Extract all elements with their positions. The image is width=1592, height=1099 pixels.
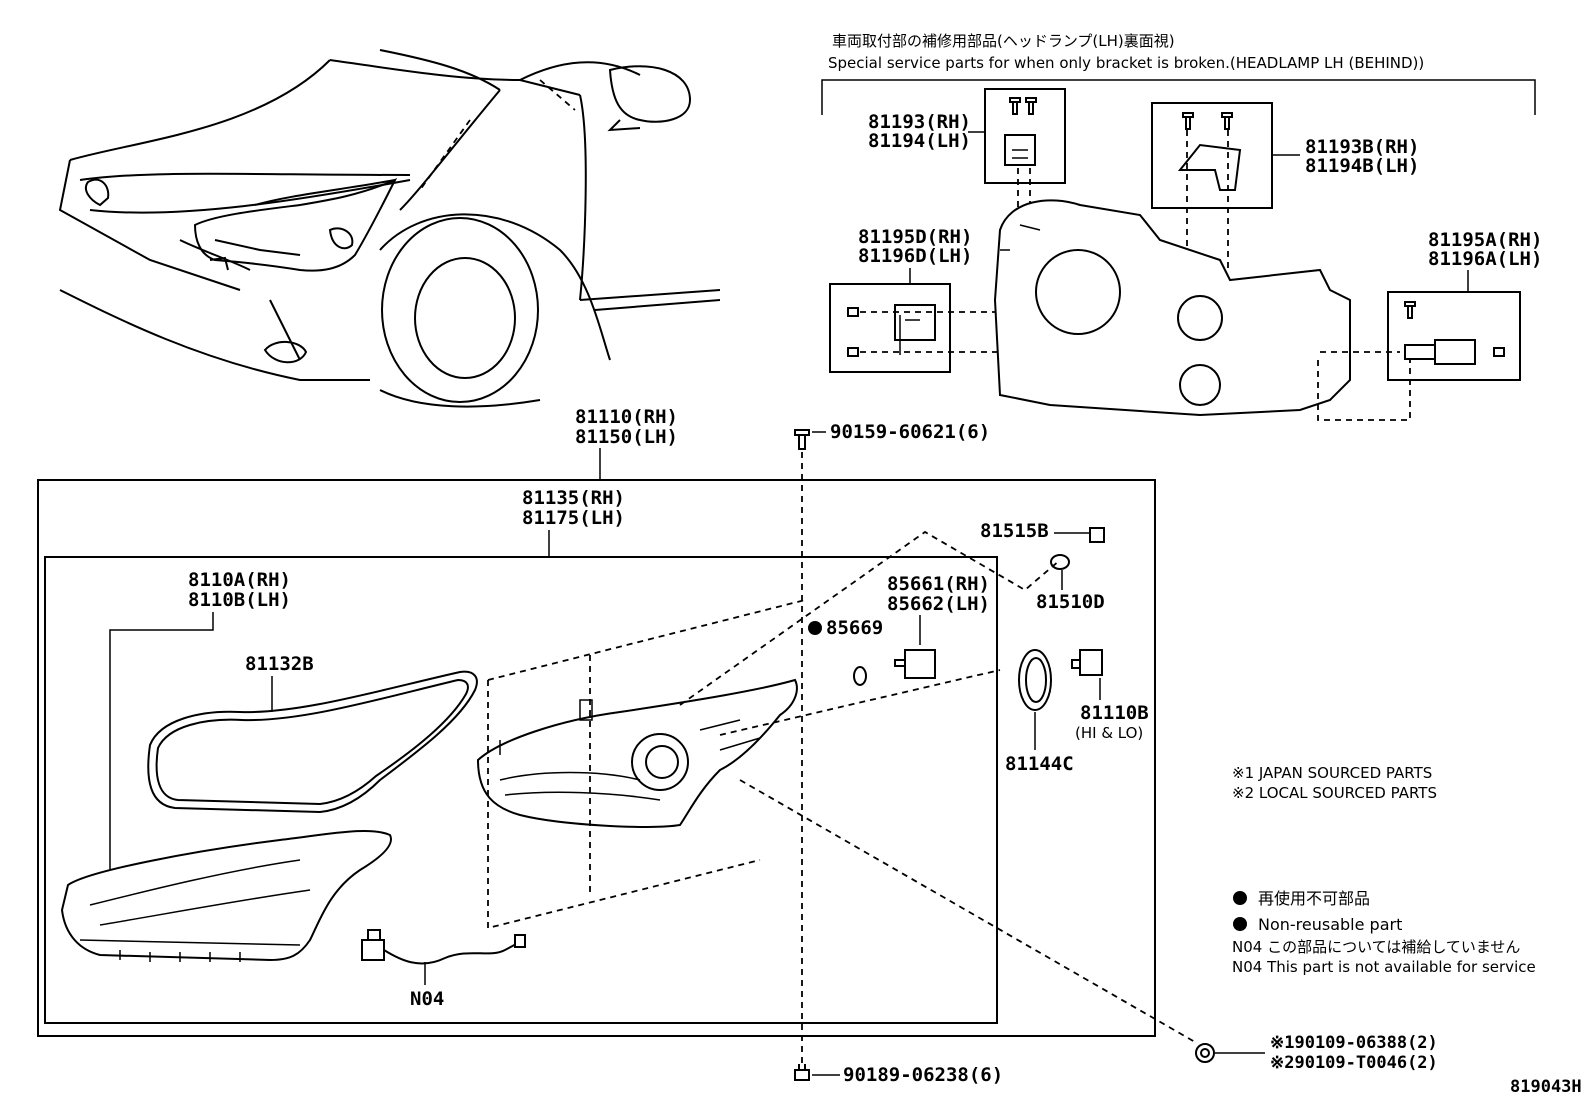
service-parts-header-en: Special service parts for when only brac…	[828, 54, 1424, 72]
label-90109-t0046: ※290109-T0046(2)	[1270, 1053, 1438, 1073]
lens-8110a	[60, 830, 392, 962]
oring-85669	[853, 666, 867, 686]
clip-90109	[1195, 1043, 1215, 1063]
label-8110a: 8110A(RH)	[188, 569, 291, 591]
note-local-sourced: ※2 LOCAL SOURCED PARTS	[1232, 784, 1437, 802]
bracket-81193b	[1177, 143, 1242, 191]
label-81196a: 81196A(LH)	[1428, 248, 1542, 270]
screw-icon	[1009, 97, 1037, 115]
box-81195a	[1387, 291, 1521, 381]
label-81510d: 81510D	[1036, 591, 1105, 613]
nonreusable-mark	[808, 621, 822, 635]
legend-n04-jp: N04 この部品については補給していません	[1232, 938, 1520, 956]
label-81175: 81175(LH)	[522, 507, 625, 529]
nonreusable-bullet-icon	[1233, 891, 1247, 905]
legend-n04-en: N04 This part is not available for servi…	[1232, 958, 1536, 976]
assembly-box-81110	[37, 479, 1156, 1037]
label-81110: 81110(RH)	[575, 406, 678, 428]
legend-nonreusable-jp: 再使用不可部品	[1258, 889, 1370, 908]
box-81193	[984, 88, 1066, 184]
label-85669: 85669	[826, 617, 883, 639]
label-81193b: 81193B(RH)	[1305, 136, 1419, 158]
service-parts-bracket	[821, 79, 1536, 115]
label-81150: 81150(LH)	[575, 426, 678, 448]
nut-90189	[794, 1064, 810, 1081]
label-81515b: 81515B	[980, 520, 1049, 542]
label-81195a: 81195A(RH)	[1428, 229, 1542, 251]
label-81193: 81193(RH)	[868, 111, 971, 133]
label-81135: 81135(RH)	[522, 487, 625, 509]
vehicle-front-illustration	[58, 49, 721, 408]
label-81144c: 81144C	[1005, 753, 1074, 775]
label-85662: 85662(LH)	[887, 593, 990, 615]
headlamp-housing-behind	[993, 199, 1351, 417]
label-81110b-sub: (HI & LO)	[1075, 724, 1143, 742]
box-81195d	[829, 283, 951, 373]
legend-nonreusable-en: Non-reusable part	[1258, 915, 1402, 934]
label-81195d: 81195D(RH)	[858, 226, 972, 248]
oring-81510d	[1050, 554, 1070, 570]
label-81132b: 81132B	[245, 653, 314, 675]
bracket-81195a	[1404, 339, 1476, 365]
label-81194: 81194(LH)	[868, 130, 971, 152]
harness-connector-n04	[361, 929, 385, 961]
service-parts-header-jp: 車両取付部の補修用部品(ヘッドランプ(LH)裏面視)	[832, 32, 1175, 50]
label-90159: 90159-60621(6)	[830, 421, 990, 443]
label-81196d: 81196D(LH)	[858, 245, 972, 267]
label-n04: N04	[410, 988, 444, 1010]
label-85661: 85661(RH)	[887, 573, 990, 595]
bolt-90159	[794, 429, 810, 450]
screw-icon	[1182, 112, 1233, 130]
figure-id: 819043H	[1510, 1077, 1582, 1097]
label-90189: 90189-06238(6)	[843, 1064, 1003, 1086]
headlamp-unit-81135	[476, 678, 798, 828]
cap-81515b	[1089, 527, 1105, 543]
bulb-81110b	[1071, 649, 1103, 676]
note-japan-sourced: ※1 JAPAN SOURCED PARTS	[1232, 764, 1432, 782]
bracket-81195d	[894, 304, 936, 341]
gasket-81132b	[147, 670, 478, 814]
label-81194b: 81194B(LH)	[1305, 155, 1419, 177]
nonreusable-bullet-icon	[1233, 917, 1247, 931]
assembly-box-81135	[44, 556, 998, 1024]
label-8110b: 8110B(LH)	[188, 589, 291, 611]
socket-85661	[894, 649, 936, 679]
label-81110b: 81110B	[1080, 702, 1149, 724]
label-90109-06388: ※190109-06388(2)	[1270, 1033, 1438, 1053]
